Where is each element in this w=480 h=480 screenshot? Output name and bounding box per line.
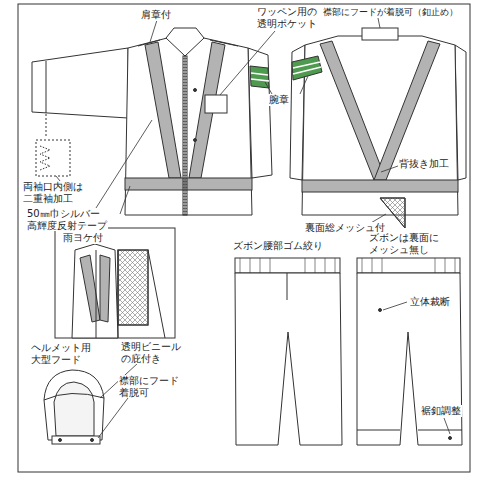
rect-stroke [125,178,252,190]
leader-lines [56,18,450,438]
path-stroke [36,140,70,176]
callout-label: 立体裁断 [409,296,451,308]
path-stroke [357,273,462,445]
callout-label: 透明ビニール の庇付き [120,341,182,364]
line-stroke [138,40,160,46]
path-stroke [293,62,321,74]
trousers [235,258,462,445]
callout-label: 裾釦調整 [420,405,462,417]
line-stroke [418,430,462,431]
callout-label: 襟部にフードが着脱可（釦止め） [322,7,459,17]
path-stroke [120,186,130,214]
rect-stroke [18,4,470,472]
path-stroke [44,370,104,440]
path-stroke [44,393,104,400]
circle-stroke [59,439,62,442]
path-stroke [72,244,118,338]
path-stroke [292,56,322,80]
path-stroke [100,255,110,322]
path-stroke [125,36,252,215]
circle-stroke [449,437,452,440]
back-jacket [290,28,466,228]
path-stroke [378,18,380,28]
rect-stroke [362,28,398,40]
path-stroke [240,258,335,273]
callout-label: 肩章付 [140,9,172,21]
rect-stroke [55,228,175,338]
rect-stroke [183,56,187,215]
rect-stroke [357,258,460,273]
rect-stroke [52,436,100,444]
rain-yoke-inset [55,228,175,338]
path-stroke [383,302,407,310]
callout-label: 50㎜巾シルバー 高輝度反射テープ [26,208,108,231]
line-stroke [46,61,47,113]
path-stroke [220,31,275,95]
circle-stroke [91,439,94,442]
callout-label: 襟部にフード 着脱可 [118,375,180,398]
path-stroke [166,28,204,56]
rect-stroke [118,250,148,325]
rect-stroke [205,95,227,113]
path-stroke [251,73,269,81]
path-stroke [302,36,458,215]
circle-stroke [194,139,197,142]
path-stroke [145,42,181,178]
rect-stroke [118,250,148,325]
circle-stroke [379,309,382,312]
hood [44,370,104,444]
callout-label: ズボンは裏面に メッシュ無し [368,232,440,255]
line-stroke [96,250,97,338]
path-stroke [265,82,272,94]
callout-label: ズボン腰部ゴム絞り [232,240,324,252]
callout-label: 両袖口内側は 二重袖加工 [22,181,84,204]
callout-label: 背抜き加工 [398,158,450,170]
callout-label: 雨ヨケ付 [62,232,104,244]
path-stroke [54,382,94,436]
path-stroke [80,255,100,322]
path-stroke [96,120,152,208]
path-stroke [381,166,398,172]
path-stroke [444,418,450,434]
callout-label: ヘルメット用 大型フード [30,342,92,365]
callout-label: 腕章 [268,94,290,106]
line-stroke [46,114,47,138]
path-stroke [320,41,386,180]
path-stroke [98,398,128,438]
path-stroke [248,48,272,178]
path-stroke [235,273,342,445]
path-stroke [300,76,308,94]
path-stroke [32,48,128,118]
callout-label: ワッペン用の 透明ポケット [256,6,318,29]
path-stroke [40,146,50,170]
path-stroke [118,250,165,338]
rect-stroke [235,258,340,273]
path-stroke [362,258,455,273]
path-stroke [150,20,157,42]
rect-stroke [302,180,458,192]
circle-stroke [194,89,197,92]
line-stroke [287,273,288,300]
line-stroke [210,40,238,46]
cuff-detail [36,114,70,176]
line-stroke [357,430,400,431]
